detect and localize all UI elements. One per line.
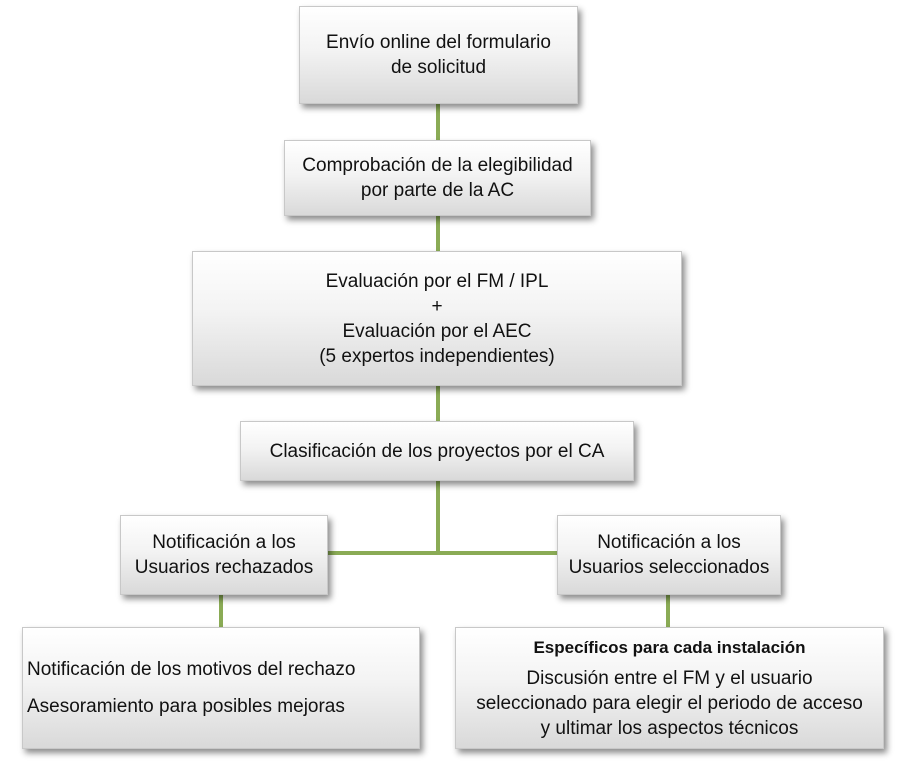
node-especificos-instalacion: Específicos para cada instalación Discus… bbox=[455, 627, 884, 749]
node-usuarios-seleccionados: Notificación a los Usuarios seleccionado… bbox=[557, 515, 781, 595]
node-evaluacion-line-1: Evaluación por el FM / IPL bbox=[325, 270, 549, 292]
node-rechazados-line-1: Notificación a los bbox=[152, 532, 296, 553]
node-evaluacion: Evaluación por el FM / IPL + Evaluación … bbox=[192, 251, 682, 386]
node-evaluacion-line-2: + bbox=[431, 295, 443, 317]
node-motivos-line-1: Notificación de los motivos del rechazo bbox=[27, 659, 356, 680]
node-motivos-line-2: Asesoramiento para posibles mejoras bbox=[27, 696, 345, 717]
node-especificos-heading: Específicos para cada instalación bbox=[533, 638, 806, 657]
node-clasificacion-line-1: Clasificación de los proyectos por el CA bbox=[269, 440, 605, 462]
node-envio-formulario: Envío online del formulario de solicitud bbox=[299, 6, 578, 104]
node-seleccionados-line-1: Notificación a los bbox=[597, 532, 741, 553]
node-rechazados-line-2: Usuarios rechazados bbox=[134, 557, 314, 578]
node-especificos-line-2: seleccionado para elegir el periodo de a… bbox=[476, 693, 863, 714]
node-comprobacion-line-2: por parte de la AC bbox=[360, 180, 515, 201]
node-evaluacion-line-4: (5 expertos independientes) bbox=[319, 345, 555, 367]
node-seleccionados-line-2: Usuarios seleccionados bbox=[568, 557, 770, 578]
node-especificos-line-3: y ultimar los aspectos técnicos bbox=[540, 718, 799, 739]
node-comprobacion-elegibilidad: Comprobación de la elegibilidad por part… bbox=[284, 140, 591, 216]
node-comprobacion-line-1: Comprobación de la elegibilidad bbox=[302, 155, 573, 176]
node-motivos-rechazo: Notificación de los motivos del rechazo … bbox=[22, 627, 420, 749]
node-envio-line-1: Envío online del formulario bbox=[326, 32, 551, 53]
node-clasificacion-proyectos: Clasificación de los proyectos por el CA bbox=[240, 421, 634, 481]
node-usuarios-rechazados: Notificación a los Usuarios rechazados bbox=[120, 515, 328, 595]
node-envio-line-2: de solicitud bbox=[390, 57, 487, 78]
node-especificos-line-1: Discusión entre el FM y el usuario bbox=[526, 668, 813, 689]
node-evaluacion-line-3: Evaluación por el AEC bbox=[342, 320, 532, 342]
